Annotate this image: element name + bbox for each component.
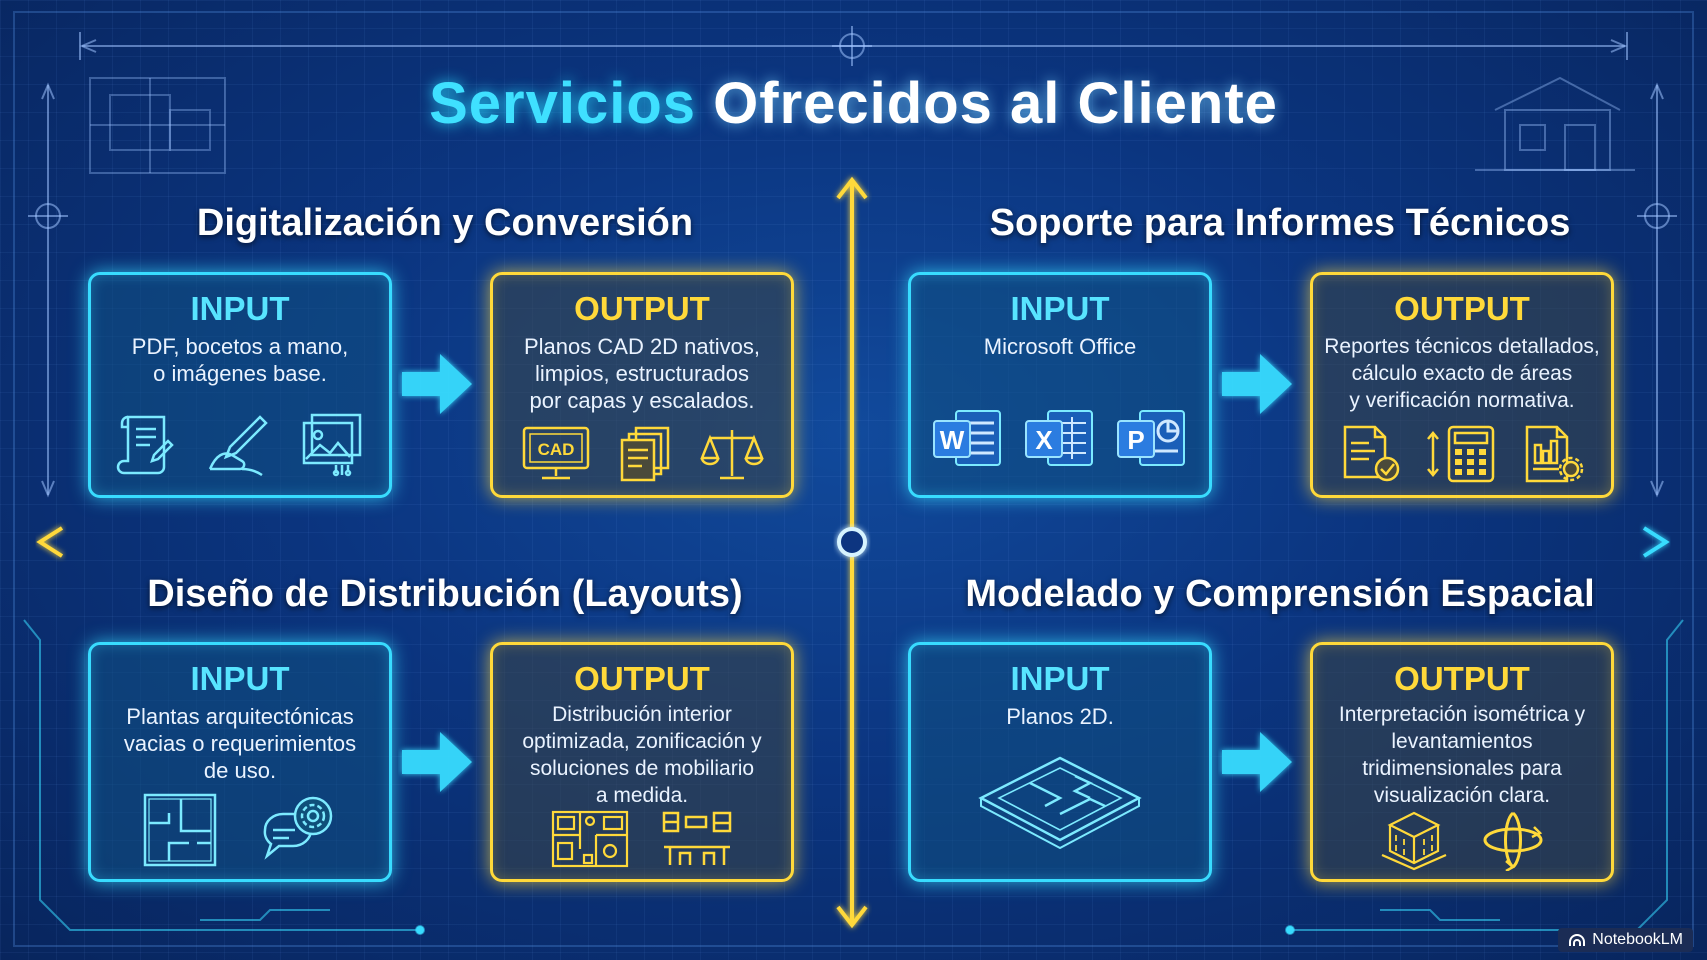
- flow-arrow: [1222, 732, 1292, 792]
- input-description: Microsoft Office: [921, 333, 1199, 360]
- output-description: Interpretación isométrica y levantamient…: [1317, 701, 1607, 809]
- hand-pen-icon: [208, 415, 268, 477]
- input-line: Plantas arquitectónicas: [126, 704, 354, 729]
- powerpoint-letter: P: [1127, 425, 1144, 455]
- scale-icon: [700, 430, 764, 480]
- cad-monitor-icon: CAD: [522, 426, 590, 480]
- flow-arrow: [1222, 354, 1292, 414]
- word-letter: W: [940, 425, 965, 455]
- input-label: INPUT: [190, 290, 290, 327]
- output-line: Interpretación isométrica y: [1338, 703, 1586, 726]
- document-scroll-icon: [116, 415, 174, 475]
- output-label: OUTPUT: [574, 290, 710, 327]
- flow-arrow: [402, 354, 472, 414]
- report-check-icon: [1343, 425, 1400, 482]
- output-line: optimizada, zonificación y: [522, 730, 762, 753]
- excel-letter: X: [1035, 425, 1053, 455]
- calculator-icon: [1427, 425, 1495, 483]
- output-line: soluciones de mobiliario: [529, 757, 755, 780]
- output-line: por capas y escalados.: [529, 388, 755, 413]
- output-line: levantamientos: [1391, 730, 1533, 753]
- input-description: Plantas arquitectónicas vacias o requeri…: [101, 703, 379, 784]
- output-line: Distribución interior: [552, 703, 732, 726]
- output-line: cálculo exacto de áreas: [1351, 362, 1573, 385]
- title-accent: Servicios: [429, 71, 697, 136]
- quadrant-title-soporte: Soporte para Informes Técnicos: [989, 202, 1571, 244]
- output-box-soporte: OUTPUT Reportes técnicos detallados, cál…: [1310, 272, 1614, 498]
- input-label: INPUT: [190, 660, 290, 697]
- input-description: PDF, bocetos a mano, o imágenes base.: [101, 333, 379, 387]
- input-box-diseno: INPUT Plantas arquitectónicas vacias o r…: [88, 642, 392, 882]
- input-line: de uso.: [203, 758, 277, 783]
- image-gallery-icon: [302, 413, 362, 477]
- output-box-diseno: OUTPUT Distribución interior optimizada,…: [490, 642, 794, 882]
- output-description: Planos CAD 2D nativos, limpios, estructu…: [503, 333, 781, 414]
- output-description: Reportes técnicos detallados, cálculo ex…: [1317, 333, 1607, 414]
- powerpoint-icon: P: [1117, 410, 1185, 466]
- output-description: Distribución interior optimizada, zonifi…: [497, 701, 787, 809]
- output-box-digitalizacion: OUTPUT Planos CAD 2D nativos, limpios, e…: [490, 272, 794, 498]
- input-line: o imágenes base.: [153, 361, 327, 386]
- isometric-plan-icon: [978, 756, 1142, 850]
- quadrant-title-modelado: Modelado y Comprensión Espacial: [965, 573, 1595, 615]
- word-icon: W: [933, 410, 1001, 466]
- flow-arrow: [402, 732, 472, 792]
- notebooklm-logo-icon: [1569, 934, 1586, 946]
- input-line: PDF, bocetos a mano,: [131, 334, 349, 359]
- output-line: a medida.: [595, 784, 689, 807]
- input-label: INPUT: [1010, 660, 1110, 697]
- output-line: visualización clara.: [1373, 784, 1551, 807]
- input-box-modelado: INPUT Planos 2D.: [908, 642, 1212, 882]
- excel-icon: X: [1025, 410, 1093, 466]
- input-box-digitalizacion: INPUT PDF, bocetos a mano, o imágenes ba…: [88, 272, 392, 498]
- input-line: Microsoft Office: [983, 334, 1137, 359]
- input-label: INPUT: [1010, 290, 1110, 327]
- input-line: vacias o requerimientos: [123, 731, 357, 756]
- document-gear-icon: [1525, 425, 1584, 483]
- quadrant-title-diseno: Diseño de Distribución (Layouts): [147, 573, 743, 615]
- furniture-icon: [662, 811, 732, 865]
- floor-plan-icon: [143, 793, 217, 867]
- output-line: Planos CAD 2D nativos,: [524, 334, 760, 359]
- output-line: limpios, estructurados: [535, 361, 749, 386]
- output-label: OUTPUT: [574, 660, 710, 697]
- output-line: y verificación normativa.: [1349, 389, 1575, 412]
- output-label: OUTPUT: [1394, 290, 1530, 327]
- isometric-building-icon: [1381, 811, 1447, 871]
- input-box-soporte: INPUT Microsoft Office W X: [908, 272, 1212, 498]
- stacked-pages-icon: [620, 426, 670, 482]
- furnished-plan-icon: [551, 810, 629, 868]
- output-label: OUTPUT: [1394, 660, 1530, 697]
- quadrant-title-digitalizacion: Digitalización y Conversión: [196, 202, 694, 244]
- page-title: Servicios Ofrecidos al Cliente: [0, 70, 1707, 137]
- title-rest: Ofrecidos al Cliente: [713, 71, 1278, 136]
- input-description: Planos 2D.: [921, 703, 1199, 730]
- output-line: tridimensionales para: [1362, 757, 1562, 780]
- notebooklm-badge: NotebookLM: [1558, 928, 1693, 952]
- input-line: Planos 2D.: [1006, 704, 1114, 729]
- badge-label: NotebookLM: [1592, 931, 1683, 948]
- chat-gear-icon: [263, 796, 333, 860]
- rotate-3d-icon: [1483, 811, 1543, 871]
- cad-label: CAD: [538, 440, 575, 459]
- output-box-modelado: OUTPUT Interpretación isométrica y levan…: [1310, 642, 1614, 882]
- output-line: Reportes técnicos detallados,: [1324, 335, 1600, 358]
